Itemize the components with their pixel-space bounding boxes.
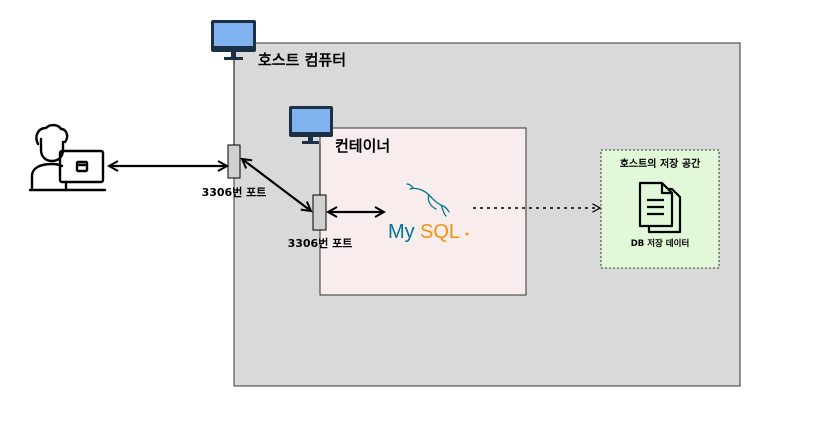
user-at-computer-icon xyxy=(28,123,107,192)
host-port xyxy=(227,144,241,179)
db-data-label: DB 저장 데이터 xyxy=(631,238,690,249)
mysql-logo-text-my: My xyxy=(388,221,415,243)
host-storage-title: 호스트의 저장 공간 xyxy=(620,157,701,170)
host-port-label: 3306번 포트 xyxy=(202,185,267,199)
container-port xyxy=(312,194,327,231)
mysql-logo: My SQL xyxy=(388,183,469,243)
mysql-registered-mark xyxy=(465,232,469,236)
container-title: 컨테이너 xyxy=(335,137,390,155)
host-monitor-icon xyxy=(211,20,256,60)
host-computer-title: 호스트 컴퓨터 xyxy=(258,51,346,69)
host-container-port-arrow xyxy=(242,159,311,211)
container-monitor-icon xyxy=(289,106,333,144)
container-port-label: 3306번 포트 xyxy=(288,236,353,250)
mysql-dolphin-icon xyxy=(406,183,450,217)
mysql-logo-text-sql: SQL xyxy=(420,221,460,243)
document-stack-icon xyxy=(638,181,682,234)
